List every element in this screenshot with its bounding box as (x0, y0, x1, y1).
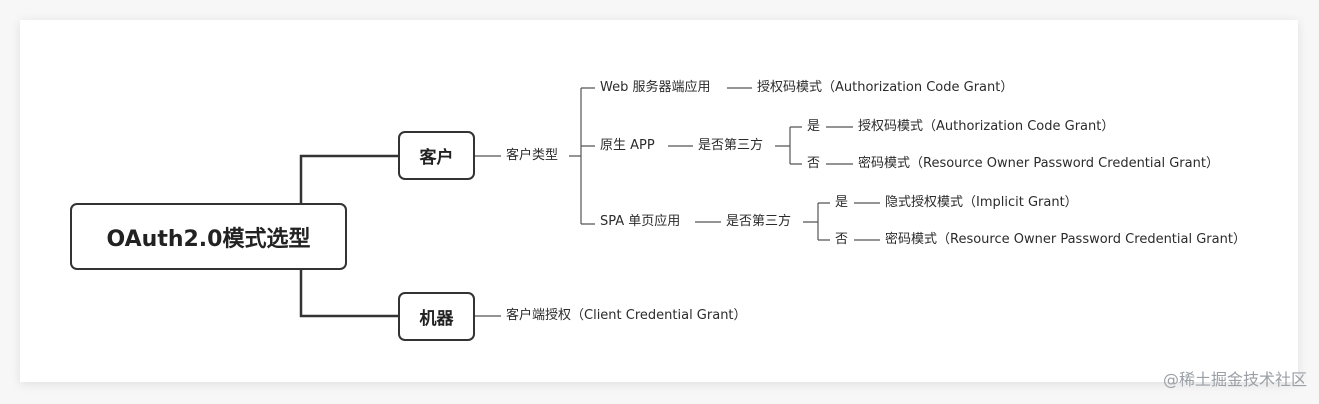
native-yes-label: 是 (806, 119, 822, 135)
native-app-label: 原生 APP (599, 138, 656, 154)
root-to-machine-connector (299, 270, 398, 318)
web-app-mode-label: 授权码模式（Authorization Code Grant） (756, 80, 1015, 96)
native-no-mode-label: 密码模式（Resource Owner Password Credential … (857, 156, 1220, 172)
client-node: 客户 (398, 131, 475, 180)
spa-no-label: 否 (834, 232, 850, 248)
spa-yes-mode-label: 隐式授权模式（Implicit Grant） (884, 195, 1079, 211)
native-third-to-yesno-connector (775, 126, 802, 165)
spa-yes-label: 是 (834, 195, 850, 211)
type-to-apps-connector (569, 87, 595, 225)
root-node: OAuth2.0模式选型 (70, 203, 347, 270)
watermark: @稀土掘金技术社区 (1162, 370, 1307, 389)
spa-third-to-yesno-connector (803, 202, 830, 241)
root-to-client-connector (299, 154, 398, 203)
native-third-party-label: 是否第三方 (697, 138, 765, 154)
native-yes-mode-label: 授权码模式（Authorization Code Grant） (857, 119, 1116, 135)
machine-mode-label: 客户端授权（Client Credential Grant） (505, 308, 748, 324)
machine-node: 机器 (398, 292, 475, 341)
native-no-label: 否 (806, 156, 822, 172)
spa-app-label: SPA 单页应用 (599, 214, 682, 230)
web-app-label: Web 服务器端应用 (599, 80, 712, 96)
spa-no-mode-label: 密码模式（Resource Owner Password Credential … (884, 232, 1247, 248)
client-type-label: 客户类型 (505, 148, 560, 164)
spa-third-party-label: 是否第三方 (725, 214, 793, 230)
